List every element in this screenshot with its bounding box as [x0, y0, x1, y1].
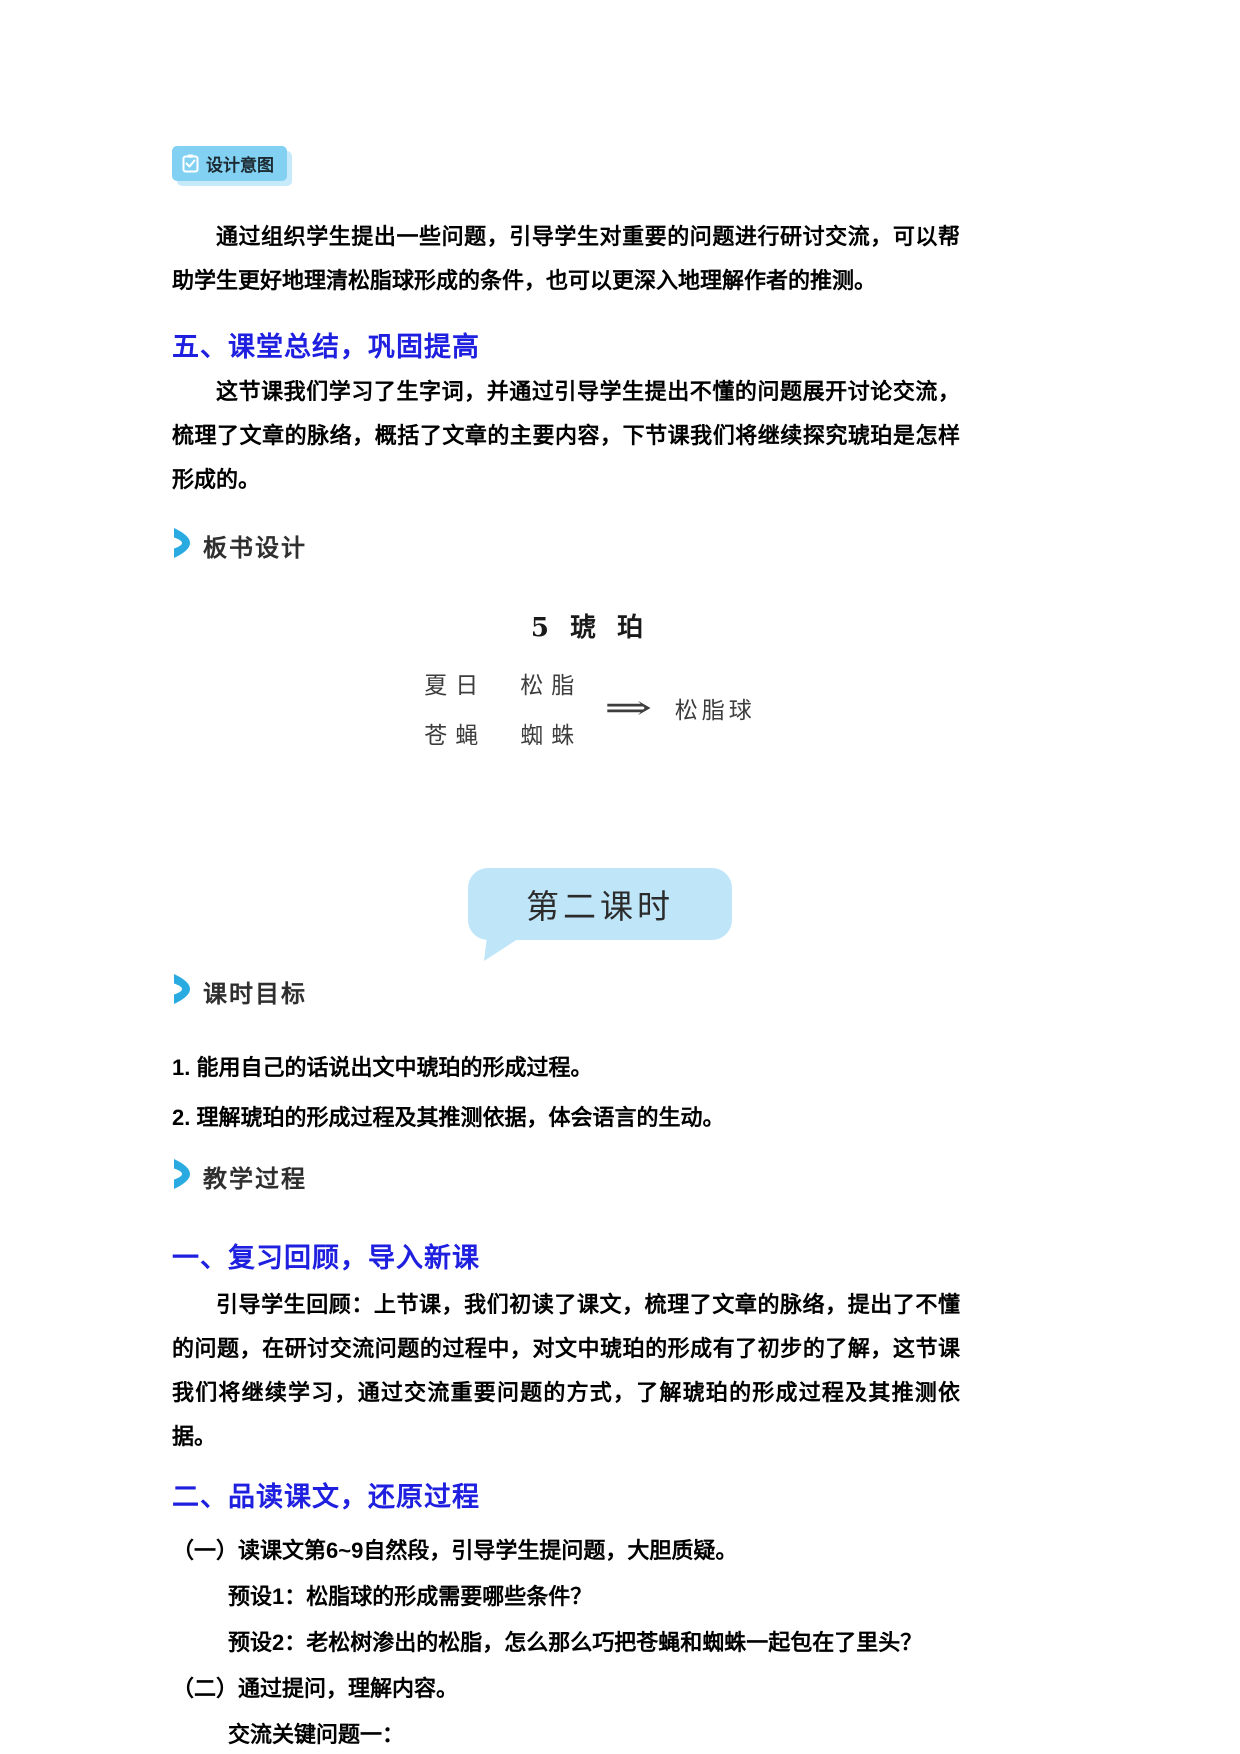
- double-arrow-icon: ⇒: [604, 688, 653, 728]
- board-result: 松脂球: [674, 698, 756, 724]
- board-term: 蜘蛛: [520, 723, 583, 749]
- board-design-header: 板书设计: [172, 528, 960, 563]
- board-row: 苍蝇 蜘蛛: [424, 716, 582, 750]
- board-design-title: 板书设计: [203, 535, 307, 562]
- process-header: 教学过程: [172, 1159, 960, 1194]
- board-lesson-title: 5 琥 珀: [530, 613, 650, 643]
- step-item: 交流关键问题一：: [228, 1722, 405, 1747]
- board-term: 夏日: [424, 673, 487, 699]
- chevron-right-icon: [172, 1159, 191, 1194]
- lesson-two-label: 第二课时: [526, 888, 674, 925]
- lesson-two-bubble: 第二课时: [468, 868, 732, 961]
- objective-item: 1. 能用自己的话说出文中琥珀的形成过程。: [172, 1055, 593, 1080]
- section-five-paragraph: 这节课我们学习了生字词，并通过引导学生提出不懂的问题展开讨论交流，梳理了文章的脉…: [172, 379, 960, 492]
- part-two-steps: （一）读课文第6~9自然段，引导学生提问题，大胆质疑。 预设1：松脂球的形成需要…: [172, 1528, 960, 1754]
- section-five-heading: 五、课堂总结，巩固提高: [172, 332, 480, 362]
- part-one-heading: 一、复习回顾，导入新课: [172, 1243, 480, 1273]
- process-title: 教学过程: [203, 1166, 307, 1193]
- part-two-heading: 二、品读课文，还原过程: [172, 1482, 480, 1512]
- design-intent-badge: 设计意图: [172, 146, 287, 181]
- step-item: （一）读课文第6~9自然段，引导学生提问题，大胆质疑。: [172, 1538, 738, 1563]
- bubble-tail: [484, 931, 530, 961]
- board-design-block: 5 琥 珀 夏日 松脂 苍蝇 蜘蛛 ⇒ 松脂球: [250, 607, 930, 750]
- design-intent-label: 设计意图: [206, 156, 274, 175]
- chevron-right-icon: [172, 974, 191, 1009]
- board-body: 夏日 松脂 苍蝇 蜘蛛 ⇒ 松脂球: [250, 666, 930, 750]
- step-item: 预设1：松脂球的形成需要哪些条件？: [228, 1584, 593, 1609]
- objective-item: 2. 理解琥珀的形成过程及其推测依据，体会语言的生动。: [172, 1105, 725, 1130]
- chevron-right-icon: [172, 528, 191, 563]
- board-terms-column: 夏日 松脂 苍蝇 蜘蛛: [424, 666, 582, 750]
- board-term: 苍蝇: [424, 723, 487, 749]
- part-one-paragraph: 引导学生回顾：上节课，我们初读了课文，梳理了文章的脉络，提出了不懂的问题，在研讨…: [172, 1292, 960, 1449]
- board-term: 松脂: [520, 673, 583, 699]
- objectives-header: 课时目标: [172, 974, 960, 1009]
- board-row: 夏日 松脂: [424, 666, 582, 700]
- intro-paragraph: 通过组织学生提出一些问题，引导学生对重要的问题进行研讨交流，可以帮助学生更好地理…: [172, 224, 960, 293]
- objectives-title: 课时目标: [203, 981, 307, 1008]
- lesson-two-bubble-wrap: 第二课时: [206, 868, 994, 961]
- step-item: 预设2：老松树渗出的松脂，怎么那么巧把苍蝇和蜘蛛一起包在了里头？: [228, 1630, 923, 1655]
- step-item: （二）通过提问，理解内容。: [172, 1676, 459, 1701]
- objectives-list: 1. 能用自己的话说出文中琥珀的形成过程。 2. 理解琥珀的形成过程及其推测依据…: [172, 1043, 960, 1143]
- clipboard-check-icon: [182, 154, 199, 173]
